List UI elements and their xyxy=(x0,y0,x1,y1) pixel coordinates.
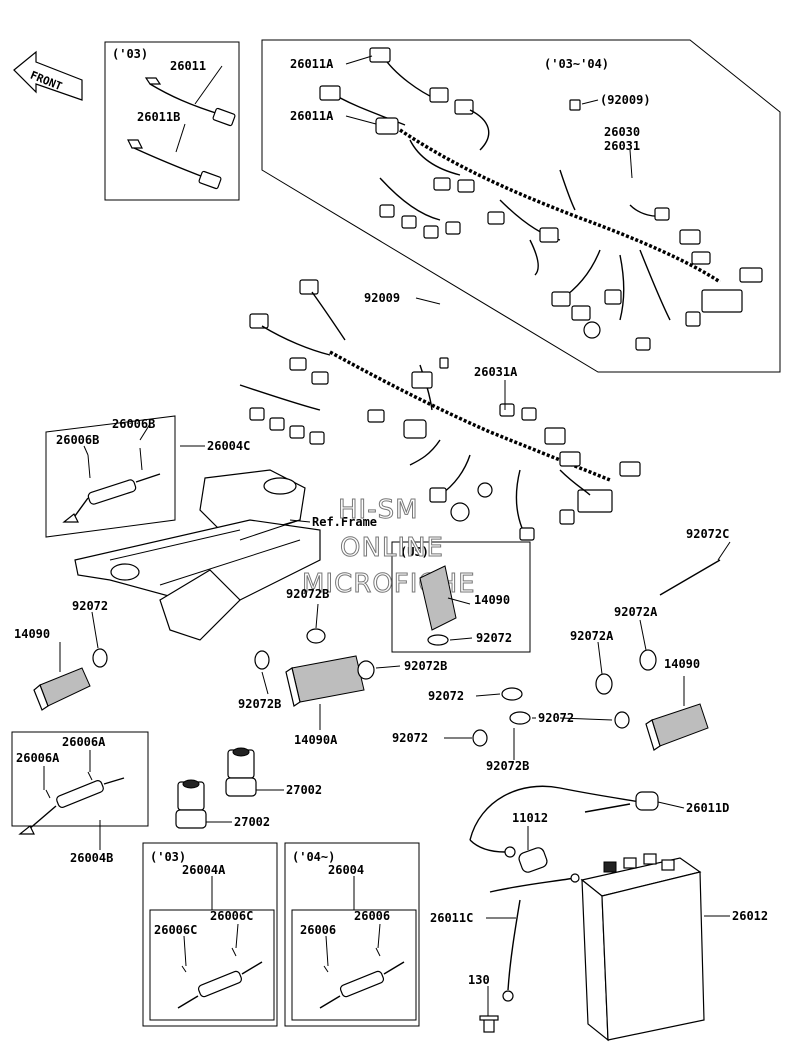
label-92072B-bottom: 92072B xyxy=(486,759,529,773)
battery-cable-26011D xyxy=(469,785,659,858)
relay-27002-b xyxy=(175,779,207,829)
group-box-26004C xyxy=(45,415,176,538)
cover-14090A xyxy=(285,655,365,707)
label-14090A: 14090A xyxy=(294,733,338,747)
group-box-us xyxy=(391,541,531,653)
label-27002-1: 27002 xyxy=(286,783,322,797)
harness-26011B xyxy=(127,139,222,190)
label-92072-mid-2: 92072 xyxy=(538,711,574,725)
label-26006A-1: 26006A xyxy=(62,735,106,749)
label-92072B-left: 92072B xyxy=(238,697,281,711)
battery-26012 xyxy=(580,853,705,1042)
harness-26011 xyxy=(144,77,236,127)
cover-14090-left xyxy=(33,667,91,711)
label-92009: 92009 xyxy=(364,291,400,305)
label-26006B-1: 26006B xyxy=(112,417,155,431)
label-26004C: 26004C xyxy=(207,439,250,453)
label-26011B: 26011B xyxy=(137,110,180,124)
label-26004B: 26004B xyxy=(70,851,113,865)
watermark: HI-SM ONLINE MICROFICHE xyxy=(302,495,476,600)
label-92072-mid-3: 92072 xyxy=(392,731,428,745)
label-92072B-right: 92072B xyxy=(404,659,447,673)
relay-27002-a xyxy=(225,747,257,797)
label-92072-us: 92072 xyxy=(476,631,512,645)
fuse-holder-26004 xyxy=(319,947,405,1009)
fuse-holder-26004B xyxy=(18,771,125,835)
label-26011A-1: 26011A xyxy=(290,57,334,71)
label-26006C-2: 26006C xyxy=(154,923,197,937)
main-harness-26030 xyxy=(319,47,763,351)
group-label-04: ('04~) xyxy=(292,850,335,864)
label-26004: 26004 xyxy=(328,863,364,877)
group-label-03-04: ('03~'04) xyxy=(544,57,609,71)
main-harness-26031A xyxy=(239,279,641,541)
group-label-03-lower: ('03) xyxy=(150,850,186,864)
label-26004A: 26004A xyxy=(182,863,226,877)
label-92072A-2: 92072A xyxy=(570,629,614,643)
leader-lines xyxy=(43,55,731,1016)
label-14090-left: 14090 xyxy=(14,627,50,641)
band-92072C xyxy=(659,559,721,596)
group-box-04 xyxy=(284,842,420,1027)
label-14090-us: 14090 xyxy=(474,593,510,607)
bolt-130 xyxy=(479,1015,499,1033)
label-26011C: 26011C xyxy=(430,911,473,925)
front-direction-arrow: FRONT xyxy=(13,50,83,101)
label-92072C: 92072C xyxy=(686,527,729,541)
cover-14090-us xyxy=(419,565,457,631)
label-92072-left: 92072 xyxy=(72,599,108,613)
group-box-03-04 xyxy=(261,39,781,373)
group-label-03-top: ('03) xyxy=(112,47,148,61)
label-92009-top: (92009) xyxy=(600,93,651,107)
group-box-26004B xyxy=(11,731,149,827)
label-92072B-top: 92072B xyxy=(286,587,329,601)
label-26031: 26031 xyxy=(604,139,640,153)
label-26006C-1: 26006C xyxy=(210,909,253,923)
group-box-03-lower xyxy=(142,842,278,1027)
group-label-us: (US) xyxy=(400,545,429,559)
label-26006A-2: 26006A xyxy=(16,751,60,765)
label-130: 130 xyxy=(468,973,490,987)
clamps xyxy=(92,628,657,747)
label-26030: 26030 xyxy=(604,125,640,139)
watermark-line-1: HI-SM xyxy=(338,495,419,525)
frame-reference xyxy=(74,469,321,641)
battery-cable-26011C xyxy=(489,873,580,1002)
label-11012: 11012 xyxy=(512,811,548,825)
label-92072A-1: 92072A xyxy=(614,605,658,619)
fuse-holder-26004C xyxy=(62,447,161,523)
label-92072-mid-1: 92072 xyxy=(428,689,464,703)
label-26031A: 26031A xyxy=(474,365,518,379)
frame-reference-note: Ref.Frame xyxy=(312,515,377,529)
cover-14090-right xyxy=(645,703,709,751)
group-box-03-top xyxy=(104,41,240,201)
label-14090-right: 14090 xyxy=(664,657,700,671)
label-26006B-2: 26006B xyxy=(56,433,99,447)
label-26006-2: 26006 xyxy=(300,923,336,937)
label-27002-2: 27002 xyxy=(234,815,270,829)
watermark-line-2: ONLINE xyxy=(340,533,444,563)
fuse-holder-26004A xyxy=(177,947,263,1009)
label-26012: 26012 xyxy=(732,909,768,923)
label-26011: 26011 xyxy=(170,59,206,73)
terminal-cover-11012 xyxy=(518,847,548,873)
label-26011A-2: 26011A xyxy=(290,109,334,123)
label-26011D: 26011D xyxy=(686,801,729,815)
label-26006-1: 26006 xyxy=(354,909,390,923)
